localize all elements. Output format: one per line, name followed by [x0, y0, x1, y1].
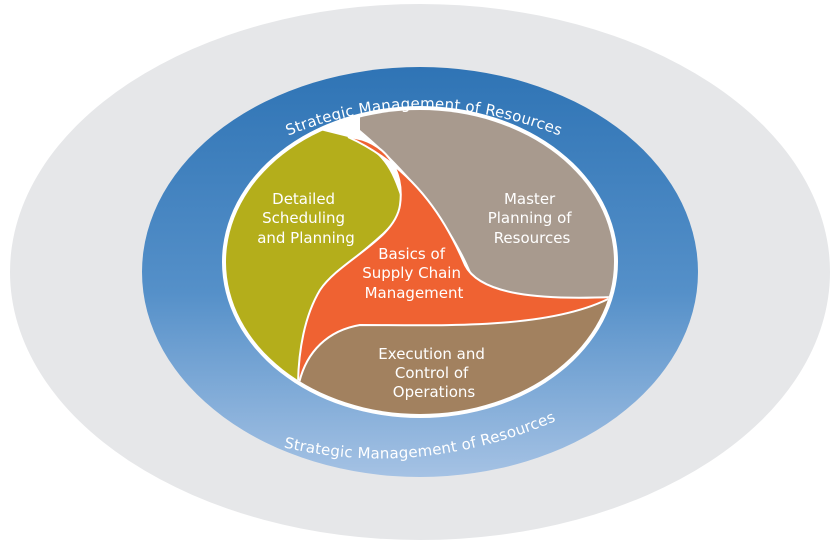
label-line: Management: [365, 284, 464, 302]
label-line: Master: [504, 190, 556, 208]
label-line: Supply Chain: [362, 264, 461, 282]
label-line: Scheduling: [262, 209, 345, 227]
label-line: Detailed: [272, 190, 335, 208]
label-basics: Basics of Supply Chain Management: [362, 245, 466, 302]
label-line: Operations: [393, 383, 476, 401]
segment-dividers: [297, 136, 613, 389]
label-execution-control: Execution and Control of Operations: [378, 345, 489, 401]
label-line: Planning of: [488, 209, 573, 227]
label-line: Control of: [395, 364, 469, 382]
label-line: Resources: [494, 229, 571, 247]
label-master-planning: Master Planning of Resources: [488, 190, 577, 247]
label-detailed-scheduling: Detailed Scheduling and Planning: [257, 190, 355, 247]
label-line: and Planning: [257, 229, 355, 247]
label-line: Execution and: [378, 345, 485, 363]
segment-basics: [298, 137, 612, 388]
label-line: Basics of: [378, 245, 445, 263]
